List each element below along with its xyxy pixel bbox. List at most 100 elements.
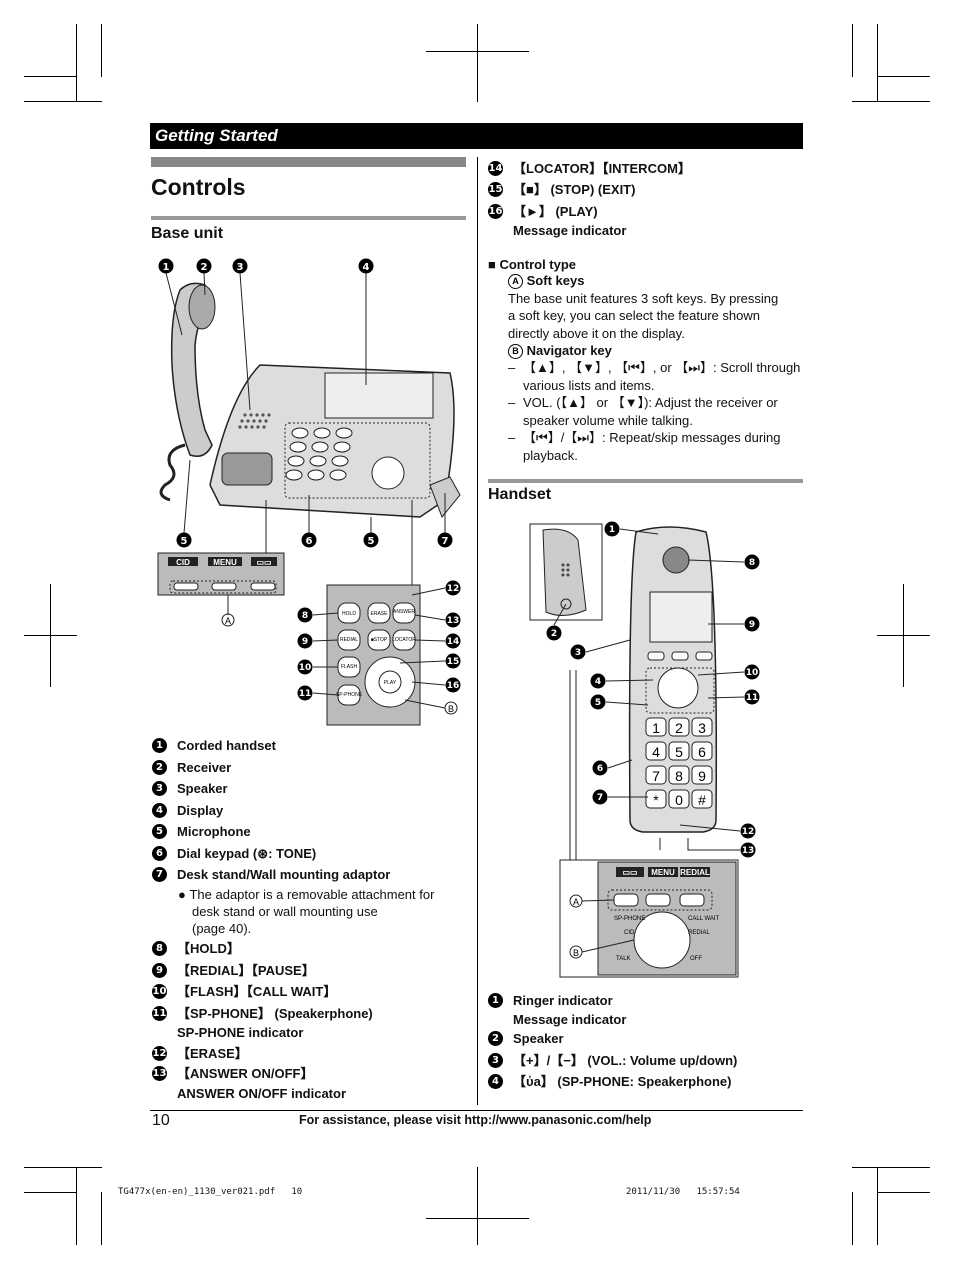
bullet-text: desk stand or wall mounting use [192,904,378,919]
svg-text:▭▭: ▭▭ [622,868,637,877]
crop-mark [24,101,102,102]
svg-text:13: 13 [447,616,460,626]
svg-text:SP-PHONE: SP-PHONE [614,916,645,922]
nav-text: 【▲】, 【▼】, 【⏮】, or 【⏭】: Scroll through [523,360,801,375]
title-underline [151,216,466,220]
page-number: 10 [152,1112,170,1129]
svg-text:TALK: TALK [616,956,631,962]
svg-text:5: 5 [368,536,375,547]
svg-text:11: 11 [299,689,312,699]
svg-text:6: 6 [597,764,603,774]
svg-text:1: 1 [163,262,170,273]
crop-mark [852,1167,930,1168]
crop-mark [852,1192,853,1245]
svg-text:8: 8 [302,611,308,621]
svg-text:8: 8 [675,768,683,784]
crop-mark [24,1167,102,1168]
soft-keys-text: directly above it on the display. [508,326,685,341]
svg-text:11: 11 [746,693,759,703]
nav-dash: – [508,430,516,445]
svg-text:OFF: OFF [690,956,702,962]
svg-text:12: 12 [742,827,755,837]
crop-mark [76,24,77,102]
svg-text:*: * [653,792,659,808]
svg-text:7: 7 [597,793,603,803]
nav-text: VOL. (【▲】 or 【▼】): Adjust the receiver o… [523,395,778,410]
section-header: Getting Started [150,123,803,149]
svg-text:▭▭: ▭▭ [256,558,271,567]
svg-text:2: 2 [551,629,557,639]
crop-mark [477,1167,478,1245]
svg-text:REDIAL: REDIAL [340,637,358,643]
svg-text:5: 5 [675,744,683,760]
svg-text:ANSWER: ANSWER [393,609,415,615]
crop-mark [877,24,878,102]
svg-text:9: 9 [698,768,706,784]
timestamp: 2011/11/30 15:57:54 [626,1187,740,1197]
svg-text:16: 16 [447,681,460,691]
svg-text:6: 6 [698,744,706,760]
soft-keys-label: A Soft keys [508,272,584,290]
svg-text:HOLD: HOLD [342,611,356,617]
soft-keys-text: a soft key, you can select the feature s… [508,308,760,323]
svg-text:4: 4 [652,744,660,760]
nav-text: 【⏮】/【⏭】: Repeat/skip messages during [523,430,781,445]
svg-text:12: 12 [447,584,460,594]
svg-text:0: 0 [675,792,683,808]
svg-text:1: 1 [609,525,615,535]
list-item-line2: ANSWER ON/OFF indicator [177,1086,346,1101]
list-item-line2: Message indicator [513,223,627,238]
crop-mark [877,76,930,77]
handset-heading: Handset [488,486,552,503]
crop-mark [877,1192,930,1193]
svg-text:FLASH: FLASH [341,664,358,670]
svg-text:MENU: MENU [213,558,237,567]
bullet-text: ● The adaptor is a removable attachment … [178,887,435,902]
crop-mark [76,1167,77,1245]
svg-text:7: 7 [652,768,660,784]
crop-mark [852,101,930,102]
svg-text:8: 8 [749,558,755,568]
svg-text:ERASE: ERASE [371,611,389,617]
svg-text:CALL WAIT: CALL WAIT [688,916,720,922]
svg-text:CID: CID [176,558,190,567]
crop-mark [101,1192,102,1245]
svg-text:PLAY: PLAY [384,680,397,686]
svg-text:SP-PHONE: SP-PHONE [336,692,363,698]
svg-text:7: 7 [442,536,449,547]
assistance-link[interactable]: For assistance, please visit http://www.… [299,1113,652,1127]
svg-text:5: 5 [181,536,188,547]
crop-mark [877,635,930,636]
svg-text:9: 9 [749,620,755,630]
crop-mark [426,1218,529,1219]
crop-mark [877,1167,878,1245]
svg-text:1: 1 [652,720,660,736]
soft-keys-text: The base unit features 3 soft keys. By p… [508,291,779,306]
bullet-text: (page 40). [192,921,252,936]
svg-text:3: 3 [575,648,581,658]
svg-text:A: A [225,616,231,626]
nav-dash: – [508,395,516,410]
svg-text:10: 10 [299,663,312,673]
footer-rule [150,1110,803,1111]
page-title: Controls [151,174,246,200]
navigator-key-label: B Navigator key [508,342,612,360]
crop-mark [852,24,853,77]
svg-text:6: 6 [306,536,313,547]
svg-text:14: 14 [447,637,460,647]
base-unit-heading: Base unit [151,225,224,242]
svg-text:10: 10 [746,668,759,678]
svg-text:4: 4 [595,677,601,687]
crop-mark [24,1192,77,1193]
crop-mark [477,24,478,102]
svg-text:MENU: MENU [651,868,675,877]
title-bar [151,157,466,167]
svg-text:2: 2 [201,262,208,273]
control-type-heading: ■ Control type [488,257,577,272]
svg-text:■STOP: ■STOP [371,637,388,643]
svg-text:9: 9 [302,637,308,647]
svg-text:2: 2 [675,720,683,736]
crop-mark [101,24,102,77]
handset-rule [488,479,803,483]
